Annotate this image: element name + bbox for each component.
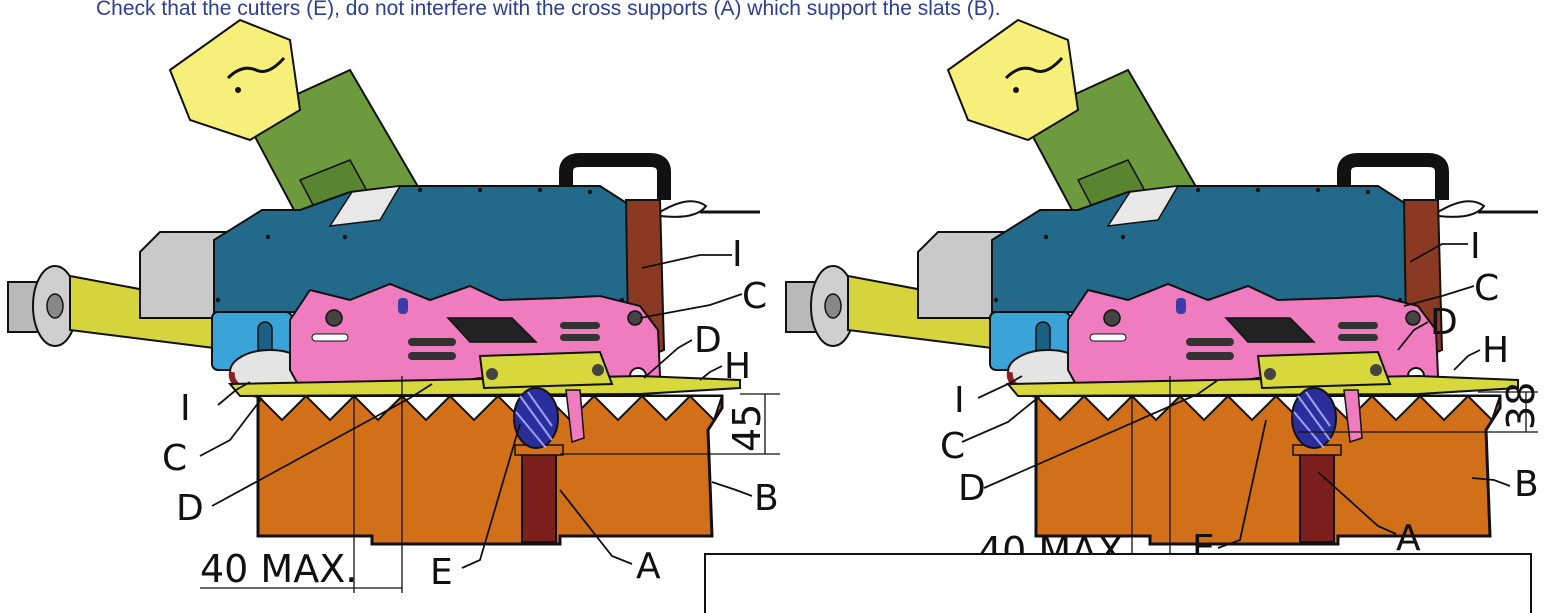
label-D-left: D: [958, 468, 986, 509]
label-A: A: [1396, 518, 1421, 559]
note-box: [704, 553, 1532, 613]
label-I-top: I: [1470, 226, 1481, 267]
height-dimension: 38: [1499, 382, 1543, 430]
label-C-right: C: [742, 276, 767, 317]
caption-text: Check that the cutters (E), do not inter…: [96, 0, 1001, 20]
label-I-left: I: [180, 388, 191, 429]
machine-diagrams: I C D H I C D B E A 45 40 MAX. I C D H I: [0, 0, 1552, 593]
label-D-right: D: [694, 320, 722, 361]
label-A: A: [636, 546, 661, 587]
label-I-left: I: [954, 380, 965, 421]
label-I-top: I: [732, 234, 743, 275]
right-view: I C D H I C D B E A 38 40 MAX.: [786, 20, 1543, 575]
label-C-left: C: [940, 426, 965, 467]
label-E: E: [430, 552, 453, 593]
label-C-left: C: [162, 438, 187, 479]
left-view: I C D H I C D B E A 45 40 MAX.: [8, 20, 780, 593]
offset-dimension: 40 MAX.: [200, 547, 357, 591]
label-D-right: D: [1430, 302, 1458, 343]
label-C-right: C: [1474, 268, 1499, 309]
label-H: H: [1482, 330, 1509, 371]
label-H: H: [724, 346, 751, 387]
label-B: B: [1514, 464, 1539, 505]
label-D-left: D: [176, 488, 204, 529]
label-B: B: [754, 478, 779, 519]
height-dimension: 45: [725, 404, 769, 452]
